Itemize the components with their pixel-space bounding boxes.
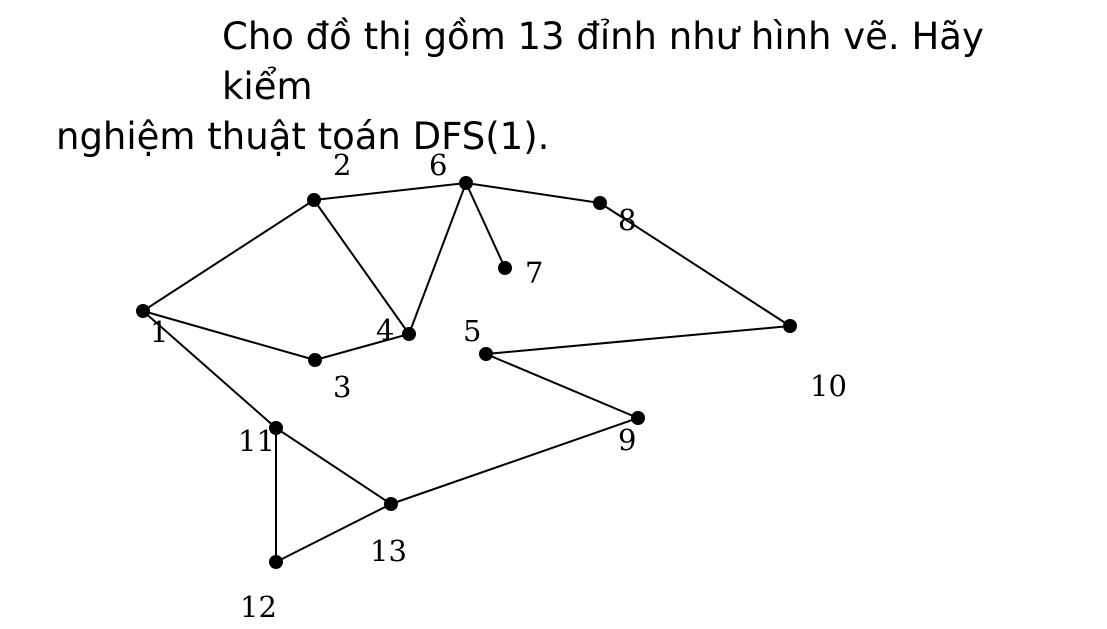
node-label-10: 10 xyxy=(810,369,847,403)
edge-1-2 xyxy=(142,199,315,312)
node-11 xyxy=(269,421,283,435)
edge-9-13 xyxy=(390,417,639,505)
edge-8-10 xyxy=(599,202,791,327)
node-label-2: 2 xyxy=(333,148,351,182)
node-label-6: 6 xyxy=(429,148,447,182)
problem-line-1: Cho đồ thị gồm 13 đỉnh như hình vẽ. Hãy … xyxy=(222,15,984,108)
edge-5-9 xyxy=(485,353,639,419)
node-1 xyxy=(136,304,150,318)
edge-1-11 xyxy=(142,310,277,429)
node-label-1: 1 xyxy=(150,315,168,349)
node-8 xyxy=(593,196,607,210)
edge-6-7 xyxy=(465,182,506,269)
edge-1-3 xyxy=(142,310,316,361)
edge-10-5 xyxy=(485,325,791,355)
node-12 xyxy=(269,555,283,569)
edge-11-13 xyxy=(275,427,392,505)
node-label-5: 5 xyxy=(463,314,481,348)
edge-12-13 xyxy=(275,503,392,563)
problem-line-2: nghiệm thuật toán DFS(1). xyxy=(56,115,550,158)
node-label-3: 3 xyxy=(333,370,351,404)
node-label-4: 4 xyxy=(376,313,394,347)
node-13 xyxy=(384,497,398,511)
edge-2-6 xyxy=(313,182,467,201)
edge-2-4 xyxy=(313,199,410,335)
problem-statement: Cho đồ thị gồm 13 đỉnh như hình vẽ. Hãy … xyxy=(56,12,1066,162)
node-10 xyxy=(783,319,797,333)
edge-6-8 xyxy=(465,182,601,204)
node-label-12: 12 xyxy=(240,590,277,624)
node-9 xyxy=(631,411,645,425)
node-label-13: 13 xyxy=(370,534,407,568)
node-label-7: 7 xyxy=(525,256,543,290)
node-3 xyxy=(308,353,322,367)
node-4 xyxy=(402,327,416,341)
node-5 xyxy=(479,347,493,361)
edge-4-6 xyxy=(408,182,467,335)
edge-3-4 xyxy=(314,333,410,361)
node-6 xyxy=(459,176,473,190)
node-2 xyxy=(307,193,321,207)
node-label-11: 11 xyxy=(238,424,275,458)
node-label-9: 9 xyxy=(618,423,636,457)
node-7 xyxy=(498,261,512,275)
node-label-8: 8 xyxy=(618,203,636,237)
